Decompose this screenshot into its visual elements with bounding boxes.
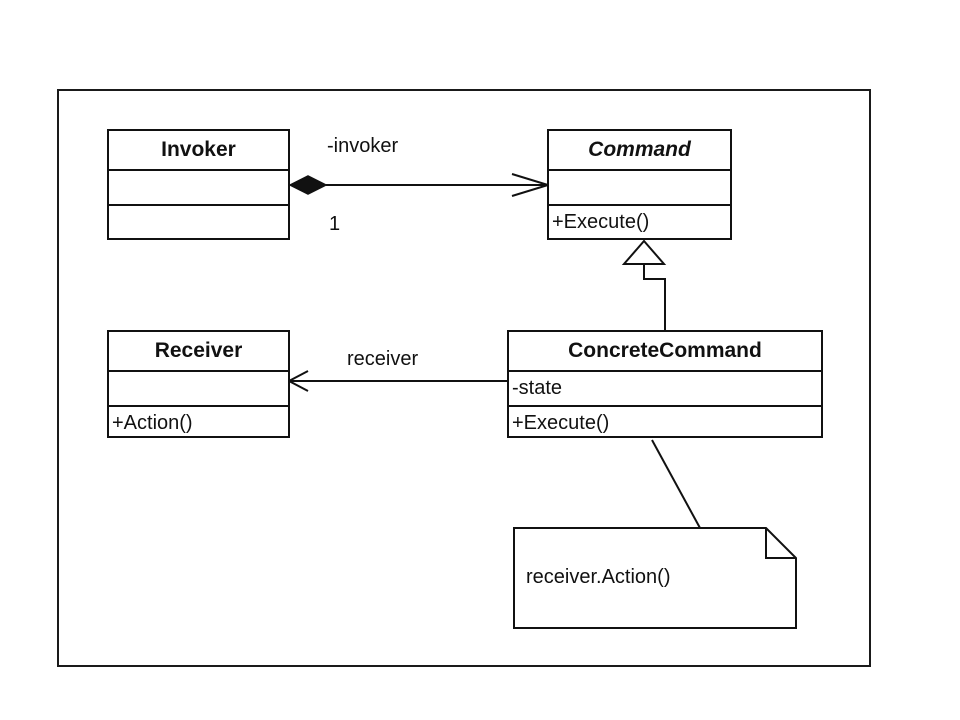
note-shape: [513, 527, 797, 629]
invoker-operations: [109, 206, 288, 239]
command-class-name: Command: [549, 131, 730, 171]
multiplicity-label: 1: [329, 213, 341, 235]
command-class: Command +Execute(): [547, 129, 732, 240]
generalization-line: [643, 264, 666, 330]
command-operation: +Execute(): [552, 211, 650, 233]
invoker-role-label: -invoker: [327, 135, 399, 157]
command-attributes: [549, 171, 730, 206]
composition-diamond: [288, 175, 328, 195]
receiver-class: Receiver +Action(): [107, 330, 290, 438]
receiver-operation: +Action(): [112, 412, 193, 434]
invoker-class-name: Invoker: [109, 131, 288, 171]
concrete-command-class: ConcreteCommand -state +Execute(): [507, 330, 823, 438]
note-text: receiver.Action(): [526, 566, 671, 588]
generalization-triangle: [621, 239, 667, 265]
note-fold: [765, 528, 796, 559]
invoker-class: Invoker: [107, 129, 290, 240]
concrete-command-attribute: -state: [509, 372, 821, 407]
invoker-attributes: [109, 171, 288, 206]
receiver-role-label: receiver: [347, 348, 419, 370]
receiver-class-name: Receiver: [109, 332, 288, 372]
note-anchor-line: [651, 439, 701, 529]
concrete-command-class-name: ConcreteCommand: [509, 332, 821, 372]
receiver-attributes: [109, 372, 288, 407]
concrete-command-operation: +Execute(): [512, 412, 610, 434]
